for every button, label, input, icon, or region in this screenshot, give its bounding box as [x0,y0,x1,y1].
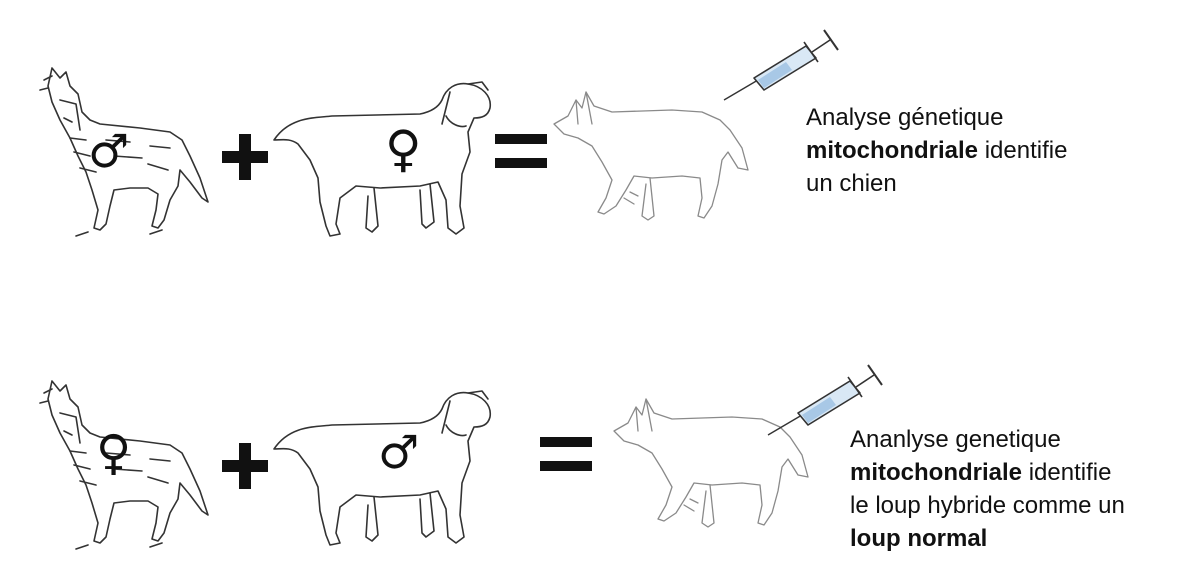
analysis-caption: Ananlyse genetique mitochondriale identi… [850,423,1180,555]
female-symbol: ♀ [385,124,422,174]
caption-line: Ananlyse genetique [850,423,1180,456]
cross-row-1: ♂ ♀ [0,0,1187,283]
analysis-caption: Analyse génetique mitochondriale identif… [806,101,1106,200]
cross-row-2: ♀ ♂ [0,283,1187,567]
caption-emphasis: mitochondriale [806,137,978,164]
equals-sign [493,130,549,174]
caption-emphasis: mitochondriale [850,459,1022,486]
caption-line: loup normal [850,522,1180,555]
syringe-icon [720,24,845,104]
plus-sign [220,132,270,182]
plus-sign [220,441,270,491]
caption-line: mitochondriale identifie [806,134,1106,167]
caption-text: identifie [978,137,1067,164]
caption-line: un chien [806,167,1106,200]
male-symbol: ♂ [88,128,129,174]
caption-text: identifie [1022,459,1111,486]
caption-line: Analyse génetique [806,101,1106,134]
dog-illustration [270,78,495,243]
equals-sign [538,433,594,477]
caption-line: mitochondriale identifie [850,456,1180,489]
male-symbol: ♂ [378,429,419,475]
caption-emphasis: loup normal [850,525,987,552]
caption-line: le loup hybride comme un [850,489,1180,522]
female-symbol: ♀ [96,429,131,477]
